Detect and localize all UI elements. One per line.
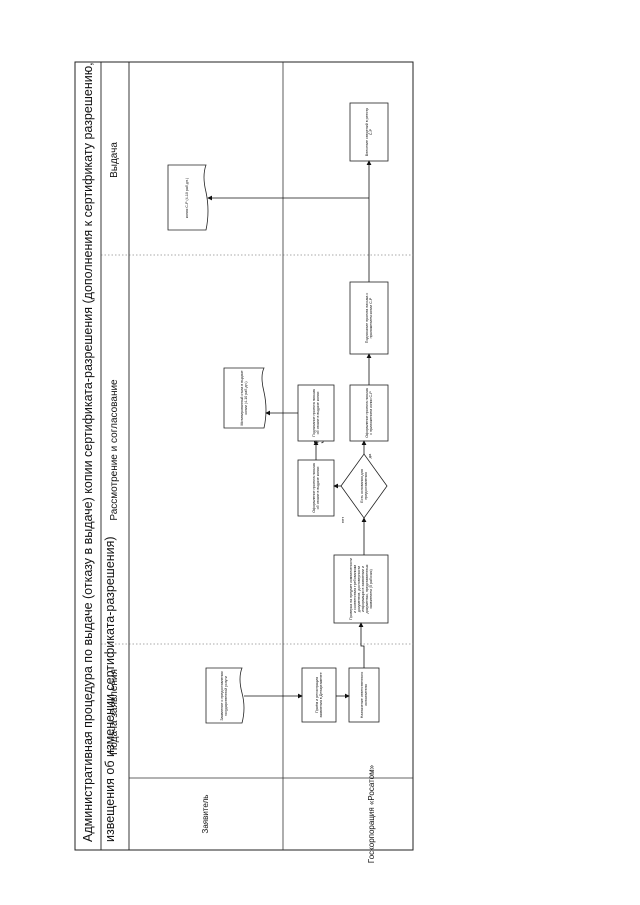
registration-box [301, 667, 337, 723]
refusal-sign-box [297, 384, 335, 442]
copy-doc-shape [167, 164, 209, 231]
letter-sign-box [349, 281, 389, 355]
lane-applicant: Заявитель [200, 794, 210, 834]
diagram-title-line1: Административная процедура по выдаче (от… [81, 62, 95, 842]
registration-label: Приём и регистрация заявления в Департам… [314, 672, 323, 718]
edge-assign-to-check [358, 622, 365, 668]
refusal-doc-label: Мотивированный отказ в выдаче копии (4-1… [239, 370, 248, 426]
application-doc-label: Заявление о предоставлении государственн… [219, 671, 228, 721]
diagram-frame [74, 61, 414, 851]
phase-submission: Подача заявления [109, 669, 121, 755]
refusal-sign-label: Подписание проекта письма об отказе в вы… [311, 389, 320, 437]
letter-sign-label: Подписание проекта письма с приложением … [364, 292, 373, 344]
assign-executor-box [348, 667, 380, 723]
check-documents-label: Проверка на предмет комплектности и соот… [348, 558, 374, 620]
check-documents-box [333, 554, 389, 624]
decision-diamond [340, 453, 388, 519]
assign-executor-label: Назначение ответственного исполнителя [359, 671, 368, 719]
decision-yes-label: да [366, 453, 372, 459]
refusal-draft-box [297, 459, 335, 517]
decision-no-label: нет [339, 516, 345, 524]
registry-label: Внесение сведений в реестр С-Р [364, 107, 373, 157]
decision-label: Есть основания для предоставления [359, 469, 368, 503]
lane-agency: Госкорпорация «Росатом» [366, 764, 376, 864]
copy-doc-label: копия С-Р (4-10 раб.дн.) [184, 177, 189, 219]
phase-review: Рассмотрение и согласование [109, 379, 121, 521]
registry-box [349, 102, 389, 162]
letter-draft-box [349, 384, 389, 442]
refusal-draft-label: Оформление проекта письма об отказе в вы… [311, 463, 320, 513]
phase-issue: Выдача [109, 142, 121, 178]
refusal-doc-shape [223, 367, 267, 429]
application-doc-shape [205, 667, 245, 724]
letter-draft-label: Оформление проекта письма с приложением … [364, 388, 373, 438]
